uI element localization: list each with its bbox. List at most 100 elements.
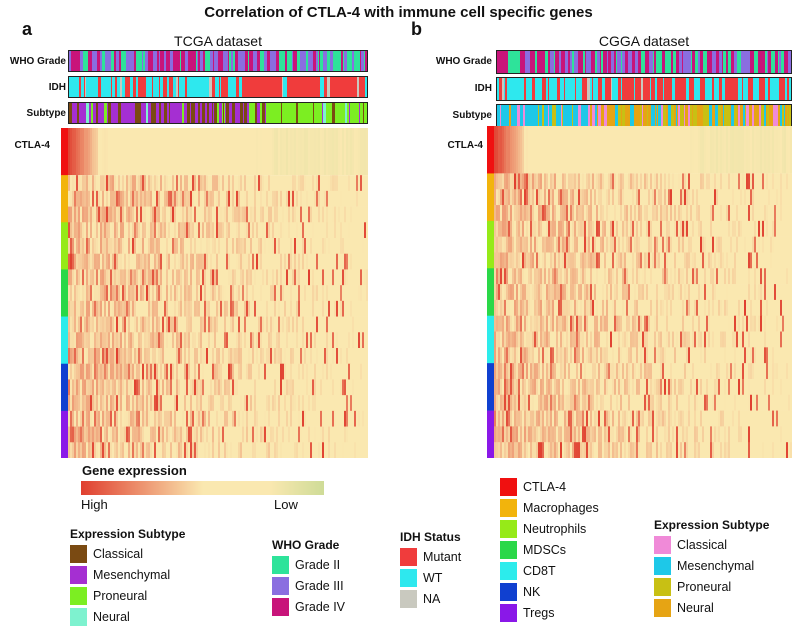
heatmap-cell bbox=[610, 173, 612, 189]
heatmap-cell bbox=[560, 173, 562, 189]
heatmap-cell bbox=[168, 191, 170, 207]
heatmap-cell bbox=[678, 252, 680, 268]
heatmap-cell bbox=[784, 221, 786, 237]
heatmap-cell bbox=[746, 173, 748, 189]
heatmap-cell bbox=[258, 427, 260, 443]
heatmap-cell bbox=[162, 379, 164, 395]
heatmap-cell bbox=[346, 207, 348, 223]
heatmap-cell bbox=[594, 237, 596, 253]
annotation-segment bbox=[242, 51, 245, 72]
heatmap-cell bbox=[540, 221, 542, 237]
heatmap-cell bbox=[232, 317, 234, 333]
heatmap-cell bbox=[544, 189, 546, 205]
heatmap-cell bbox=[564, 173, 566, 189]
heatmap-cell bbox=[146, 128, 148, 175]
heatmap-cell bbox=[300, 348, 302, 364]
heatmap-cell bbox=[156, 128, 158, 175]
heatmap-cell bbox=[770, 237, 772, 253]
heatmap-cell bbox=[574, 268, 576, 284]
heatmap-cell bbox=[278, 175, 280, 191]
heatmap-cell bbox=[86, 285, 88, 301]
heatmap-cell bbox=[192, 411, 194, 427]
heatmap-cell bbox=[658, 205, 660, 221]
heatmap-cell bbox=[212, 379, 214, 395]
heatmap-cell bbox=[558, 300, 560, 316]
heatmap-cell bbox=[602, 237, 604, 253]
heatmap-cell bbox=[718, 252, 720, 268]
heatmap-cell bbox=[120, 207, 122, 223]
heatmap-cell bbox=[540, 300, 542, 316]
heatmap-cell bbox=[70, 285, 72, 301]
heatmap-cell bbox=[262, 395, 264, 411]
heatmap-cell bbox=[154, 442, 156, 458]
heatmap-cell bbox=[112, 348, 114, 364]
heatmap-cell bbox=[228, 285, 230, 301]
heatmap-cell bbox=[124, 207, 126, 223]
heatmap-cell bbox=[72, 364, 74, 380]
heatmap-cell bbox=[332, 222, 334, 238]
heatmap-cell bbox=[514, 126, 516, 173]
heatmap-cell bbox=[650, 189, 652, 205]
heatmap-cell bbox=[140, 395, 142, 411]
heatmap-cell bbox=[218, 222, 220, 238]
heatmap-cell bbox=[344, 442, 346, 458]
heatmap-cell bbox=[344, 301, 346, 317]
heatmap-cell bbox=[608, 284, 610, 300]
heatmap-cell bbox=[554, 205, 556, 221]
heatmap-cell bbox=[730, 126, 732, 173]
heatmap-cell bbox=[518, 300, 520, 316]
heatmap-cell bbox=[288, 442, 290, 458]
heatmap-cell bbox=[252, 191, 254, 207]
heatmap-cell bbox=[672, 189, 674, 205]
heatmap-cell bbox=[520, 252, 522, 268]
heatmap-cell bbox=[266, 238, 268, 254]
heatmap-cell bbox=[502, 126, 504, 173]
annotation-segment bbox=[656, 51, 659, 74]
annotation-segment bbox=[108, 103, 111, 124]
heatmap-cell bbox=[232, 379, 234, 395]
heatmap-cell bbox=[222, 238, 224, 254]
heatmap-cell bbox=[336, 175, 338, 191]
heatmap-cell bbox=[786, 221, 788, 237]
heatmap-cell bbox=[136, 379, 138, 395]
heatmap-cell bbox=[362, 395, 364, 411]
heatmap-cell bbox=[722, 173, 724, 189]
annotation-segment bbox=[102, 51, 105, 72]
heatmap-cell bbox=[300, 301, 302, 317]
heatmap-cell bbox=[116, 269, 118, 285]
heatmap-cell bbox=[162, 301, 164, 317]
heatmap-cell bbox=[584, 252, 586, 268]
heatmap-cell bbox=[86, 128, 88, 175]
heatmap-cell bbox=[776, 252, 778, 268]
heatmap-cell bbox=[672, 221, 674, 237]
heatmap-cell bbox=[320, 442, 322, 458]
heatmap-cell bbox=[108, 348, 110, 364]
heatmap-cell bbox=[298, 317, 300, 333]
annotation-segment bbox=[762, 51, 765, 74]
heatmap-cell bbox=[550, 300, 552, 316]
annotation-segment bbox=[709, 105, 712, 128]
heatmap-cell bbox=[186, 269, 188, 285]
heatmap-cell bbox=[542, 284, 544, 300]
annotation-segment bbox=[637, 105, 640, 128]
annotation-segment bbox=[160, 51, 163, 72]
heatmap-cell bbox=[102, 301, 104, 317]
heatmap-cell bbox=[562, 221, 564, 237]
annotation-segment bbox=[743, 51, 746, 74]
heatmap-cell bbox=[172, 427, 174, 443]
heatmap-cell bbox=[246, 364, 248, 380]
heatmap-cell bbox=[304, 442, 306, 458]
heatmap-cell bbox=[232, 222, 234, 238]
heatmap-cell bbox=[172, 332, 174, 348]
heatmap-cell bbox=[224, 301, 226, 317]
heatmap-cell bbox=[702, 221, 704, 237]
heatmap-cell bbox=[316, 222, 318, 238]
heatmap-cell bbox=[280, 379, 282, 395]
heatmap-cell bbox=[120, 395, 122, 411]
heatmap-cell bbox=[340, 269, 342, 285]
heatmap-cell bbox=[242, 317, 244, 333]
heatmap-cell bbox=[310, 301, 312, 317]
heatmap-cell bbox=[596, 252, 598, 268]
heatmap-cell bbox=[318, 364, 320, 380]
heatmap-cell bbox=[788, 189, 790, 205]
